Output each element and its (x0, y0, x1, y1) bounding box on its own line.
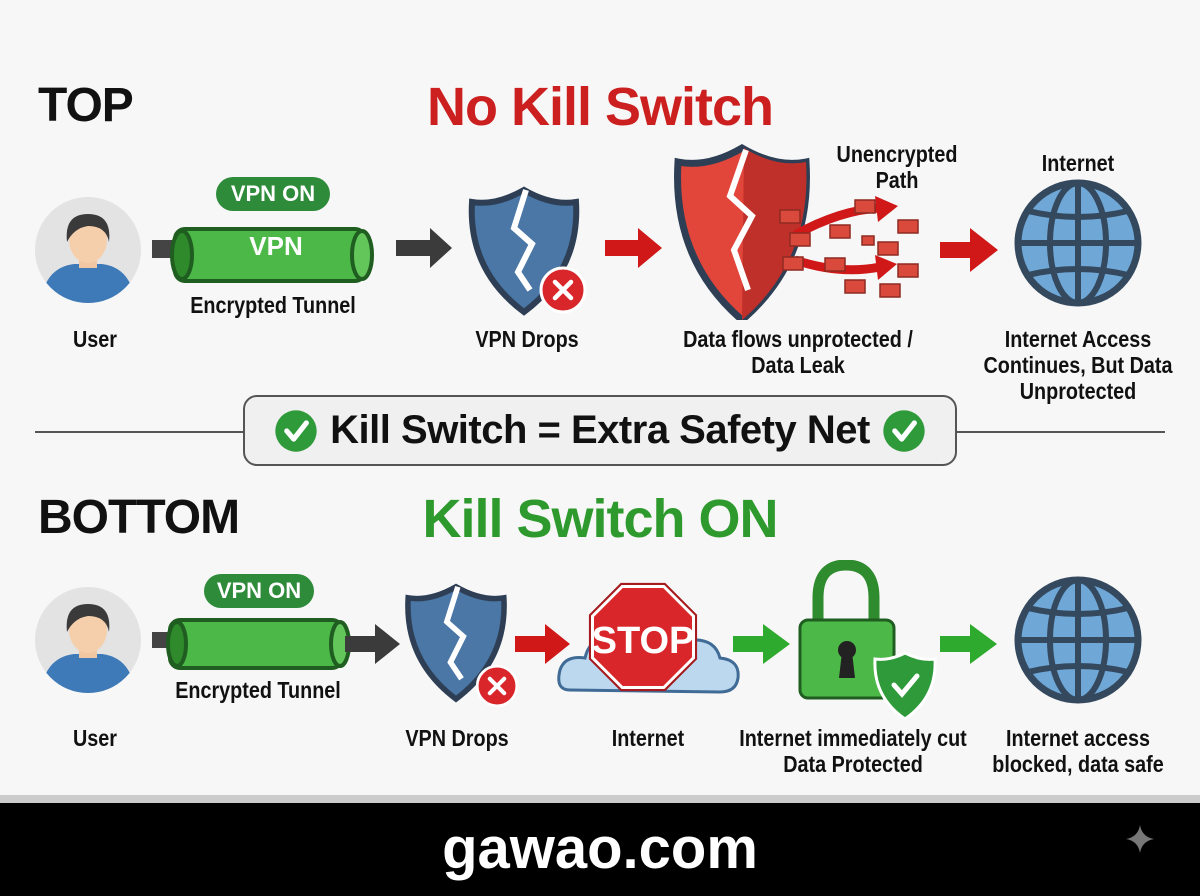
green-arrow-icon (940, 624, 997, 664)
data-leak-label: Data flows unprotected /Data Leak (683, 326, 913, 378)
x-badge-icon (541, 268, 585, 312)
brand-text: gawao.com (442, 816, 758, 881)
footer-strip (0, 795, 1200, 803)
check-icon (882, 409, 926, 453)
globe-icon (1018, 183, 1138, 303)
user-label: User (73, 326, 117, 352)
green-arrow-icon (733, 624, 790, 664)
bottom-section-label: BOTTOM (38, 491, 240, 544)
check-icon (274, 409, 318, 453)
check-shield-icon (873, 651, 937, 720)
vpn-on-badge: VPN ON (204, 574, 314, 608)
tunnel-text: VPN (249, 231, 303, 261)
vpn-tunnel-icon (170, 227, 374, 283)
internet-label: Internet (611, 725, 685, 751)
kill-switch-on-title: Kill Switch ON (422, 489, 778, 549)
data-leak-icon (779, 196, 919, 298)
encrypted-tunnel-label: Encrypted Tunnel (175, 677, 341, 703)
vpn-drops-label: VPN Drops (475, 326, 579, 352)
arrow-icon (396, 228, 452, 268)
padlock-icon (798, 560, 896, 700)
user-avatar-icon (35, 197, 141, 310)
user-avatar-icon (35, 587, 141, 700)
red-arrow-icon (515, 624, 570, 664)
stop-text: STOP (592, 620, 695, 662)
vpn-on-badge: VPN ON (216, 177, 330, 211)
bottom-diagram: STOP (0, 560, 1200, 720)
internet-label: Internet (1041, 150, 1115, 176)
broken-red-shield-icon (674, 143, 810, 320)
no-kill-switch-title: No Kill Switch (426, 77, 774, 137)
stop-cloud-icon: STOP (557, 582, 740, 694)
x-badge-icon (477, 666, 517, 706)
banner-text: Kill Switch = Extra Safety Net (330, 408, 870, 452)
globe-icon (1018, 580, 1138, 700)
top-section-label: TOP (38, 79, 134, 132)
red-arrow-icon (605, 228, 662, 268)
arrow-icon (345, 624, 400, 664)
vpn-drops-label: VPN Drops (405, 725, 509, 751)
user-label: User (73, 725, 117, 751)
footer: gawao.com (0, 803, 1200, 896)
top-diagram (0, 143, 1200, 320)
encrypted-tunnel-label: Encrypted Tunnel (190, 292, 356, 318)
sparkle-icon (1126, 825, 1154, 853)
safety-net-banner: Kill Switch = Extra Safety Net (243, 395, 957, 466)
vpn-tunnel-icon (166, 618, 351, 670)
red-arrow-icon (940, 228, 998, 272)
